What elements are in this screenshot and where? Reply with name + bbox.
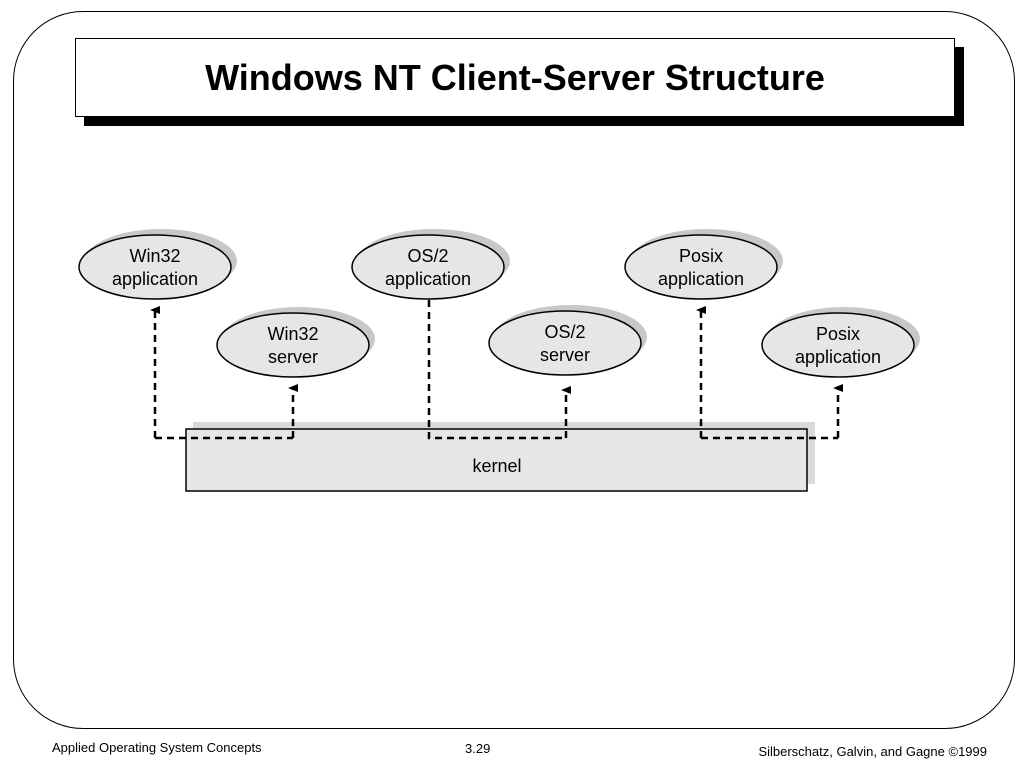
node-os2-server: OS/2 server	[488, 305, 647, 376]
node-os2-application: OS/2 application	[351, 229, 510, 300]
node-label-line1: Posix	[679, 246, 723, 266]
node-posix-application: Posix application	[624, 229, 783, 300]
node-label-line1: Win32	[267, 324, 318, 344]
title-box: Windows NT Client-Server Structure	[75, 38, 955, 117]
node-label-line2: application	[658, 269, 744, 289]
footer-copyright: Silberschatz, Galvin, and Gagne ©1999	[758, 744, 987, 759]
slide-title: Windows NT Client-Server Structure	[205, 56, 825, 98]
node-label-line2: application	[385, 269, 471, 289]
node-label-line1: OS/2	[407, 246, 448, 266]
footer-page-number: 3.29	[465, 741, 491, 756]
node-label-line2: application	[795, 347, 881, 367]
connector-os2-app	[427, 300, 566, 440]
node-label-line2: server	[268, 347, 318, 367]
node-posix-application-2: Posix application	[761, 307, 920, 378]
node-win32-application: Win32 application	[78, 229, 237, 300]
kernel-box: kernel	[185, 422, 815, 492]
node-win32-server: Win32 server	[216, 307, 375, 378]
node-label-line1: Win32	[129, 246, 180, 266]
node-label-line1: OS/2	[544, 322, 585, 342]
footer-course-title: Applied Operating System Concepts	[52, 740, 262, 755]
node-label-line2: server	[540, 345, 590, 365]
node-label-line2: application	[112, 269, 198, 289]
slide-frame	[13, 11, 1015, 729]
node-label-line1: Posix	[816, 324, 860, 344]
kernel-label: kernel	[472, 456, 521, 476]
